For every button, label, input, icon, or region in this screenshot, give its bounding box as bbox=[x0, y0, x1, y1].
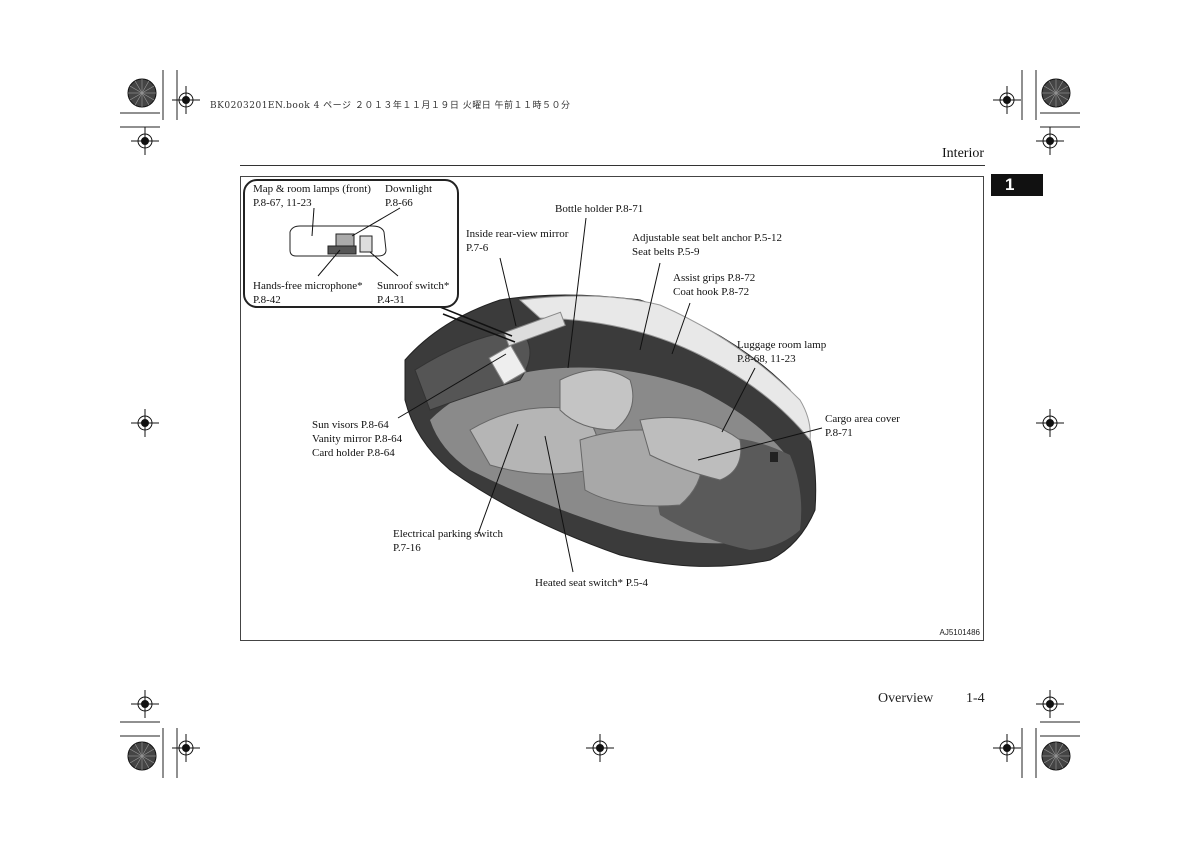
registration-target bbox=[1036, 690, 1064, 718]
registration-target bbox=[586, 734, 614, 762]
figure-code: AJ5101486 bbox=[939, 628, 980, 637]
overhead-console-inset bbox=[243, 179, 459, 308]
registration-target bbox=[172, 86, 200, 114]
section-title: Interior bbox=[942, 146, 984, 161]
heated-seat-switch-label: Heated seat switch* P.5-4 bbox=[535, 577, 649, 589]
footer-section: Overview bbox=[878, 691, 934, 706]
chapter-tab: 1 bbox=[991, 174, 1043, 196]
registration-target bbox=[131, 409, 159, 437]
registration-target bbox=[993, 86, 1021, 114]
figure-frame bbox=[240, 176, 984, 641]
registration-target bbox=[172, 734, 200, 762]
print-header: BK0203201EN.book 4 ページ ２０１３年１１月１９日 火曜日 午… bbox=[210, 101, 571, 111]
registration-target bbox=[131, 127, 159, 155]
header-rule bbox=[240, 165, 985, 166]
registration-target bbox=[131, 690, 159, 718]
sunroof-switch-label: Sunroof switch*P.4-31 bbox=[377, 280, 450, 306]
registration-target bbox=[993, 734, 1021, 762]
page-number: 1-4 bbox=[966, 691, 985, 706]
hands-free-microphone-label: Hands-free microphone*P.8-42 bbox=[253, 280, 363, 306]
bottle-holder-label: Bottle holder P.8-71 bbox=[555, 203, 644, 215]
registration-target bbox=[1036, 127, 1064, 155]
map-room-lamps-label: Map & room lamps (front)P.8-67, 11-23 bbox=[253, 183, 371, 209]
registration-target bbox=[1036, 409, 1064, 437]
